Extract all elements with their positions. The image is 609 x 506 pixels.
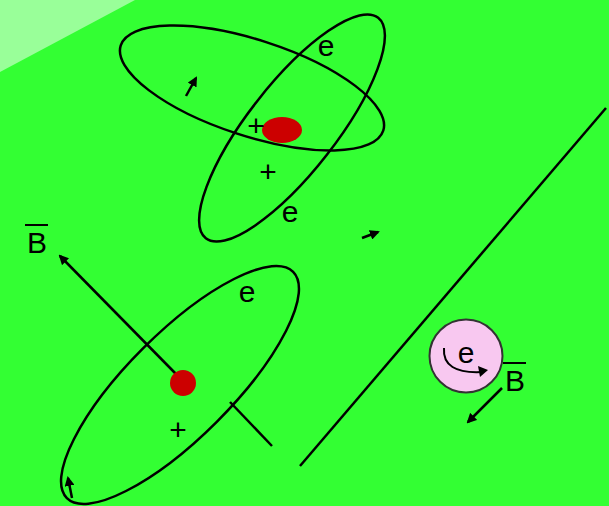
diagram-label: B: [27, 228, 47, 258]
diagram-label: B: [505, 366, 525, 396]
spin-axis: [300, 108, 606, 466]
vector-bar: [503, 362, 526, 364]
diagram-label: e: [239, 277, 256, 307]
orbit-arrow: [362, 232, 378, 238]
field-arrow: [60, 256, 176, 374]
corner-shade: [0, 0, 135, 72]
field-arrow: [468, 388, 502, 422]
nucleus: [262, 117, 302, 143]
diagram-label: +: [259, 157, 277, 187]
diagram-label: e: [318, 31, 335, 61]
orbit-arrow: [68, 478, 72, 498]
vector-bar: [25, 224, 48, 226]
orbit-arrow: [186, 78, 196, 96]
electron-orbit: [106, 0, 398, 176]
axis-tick: [230, 402, 272, 446]
electron-label: e: [458, 338, 475, 368]
diagram-label: +: [247, 111, 265, 141]
diagram-label: +: [169, 415, 187, 445]
diagram-label: e: [282, 197, 299, 227]
nucleus: [170, 370, 196, 396]
electron-sphere: e: [428, 318, 504, 394]
electron-orbit: [30, 235, 330, 506]
electron-orbit: [171, 0, 413, 265]
